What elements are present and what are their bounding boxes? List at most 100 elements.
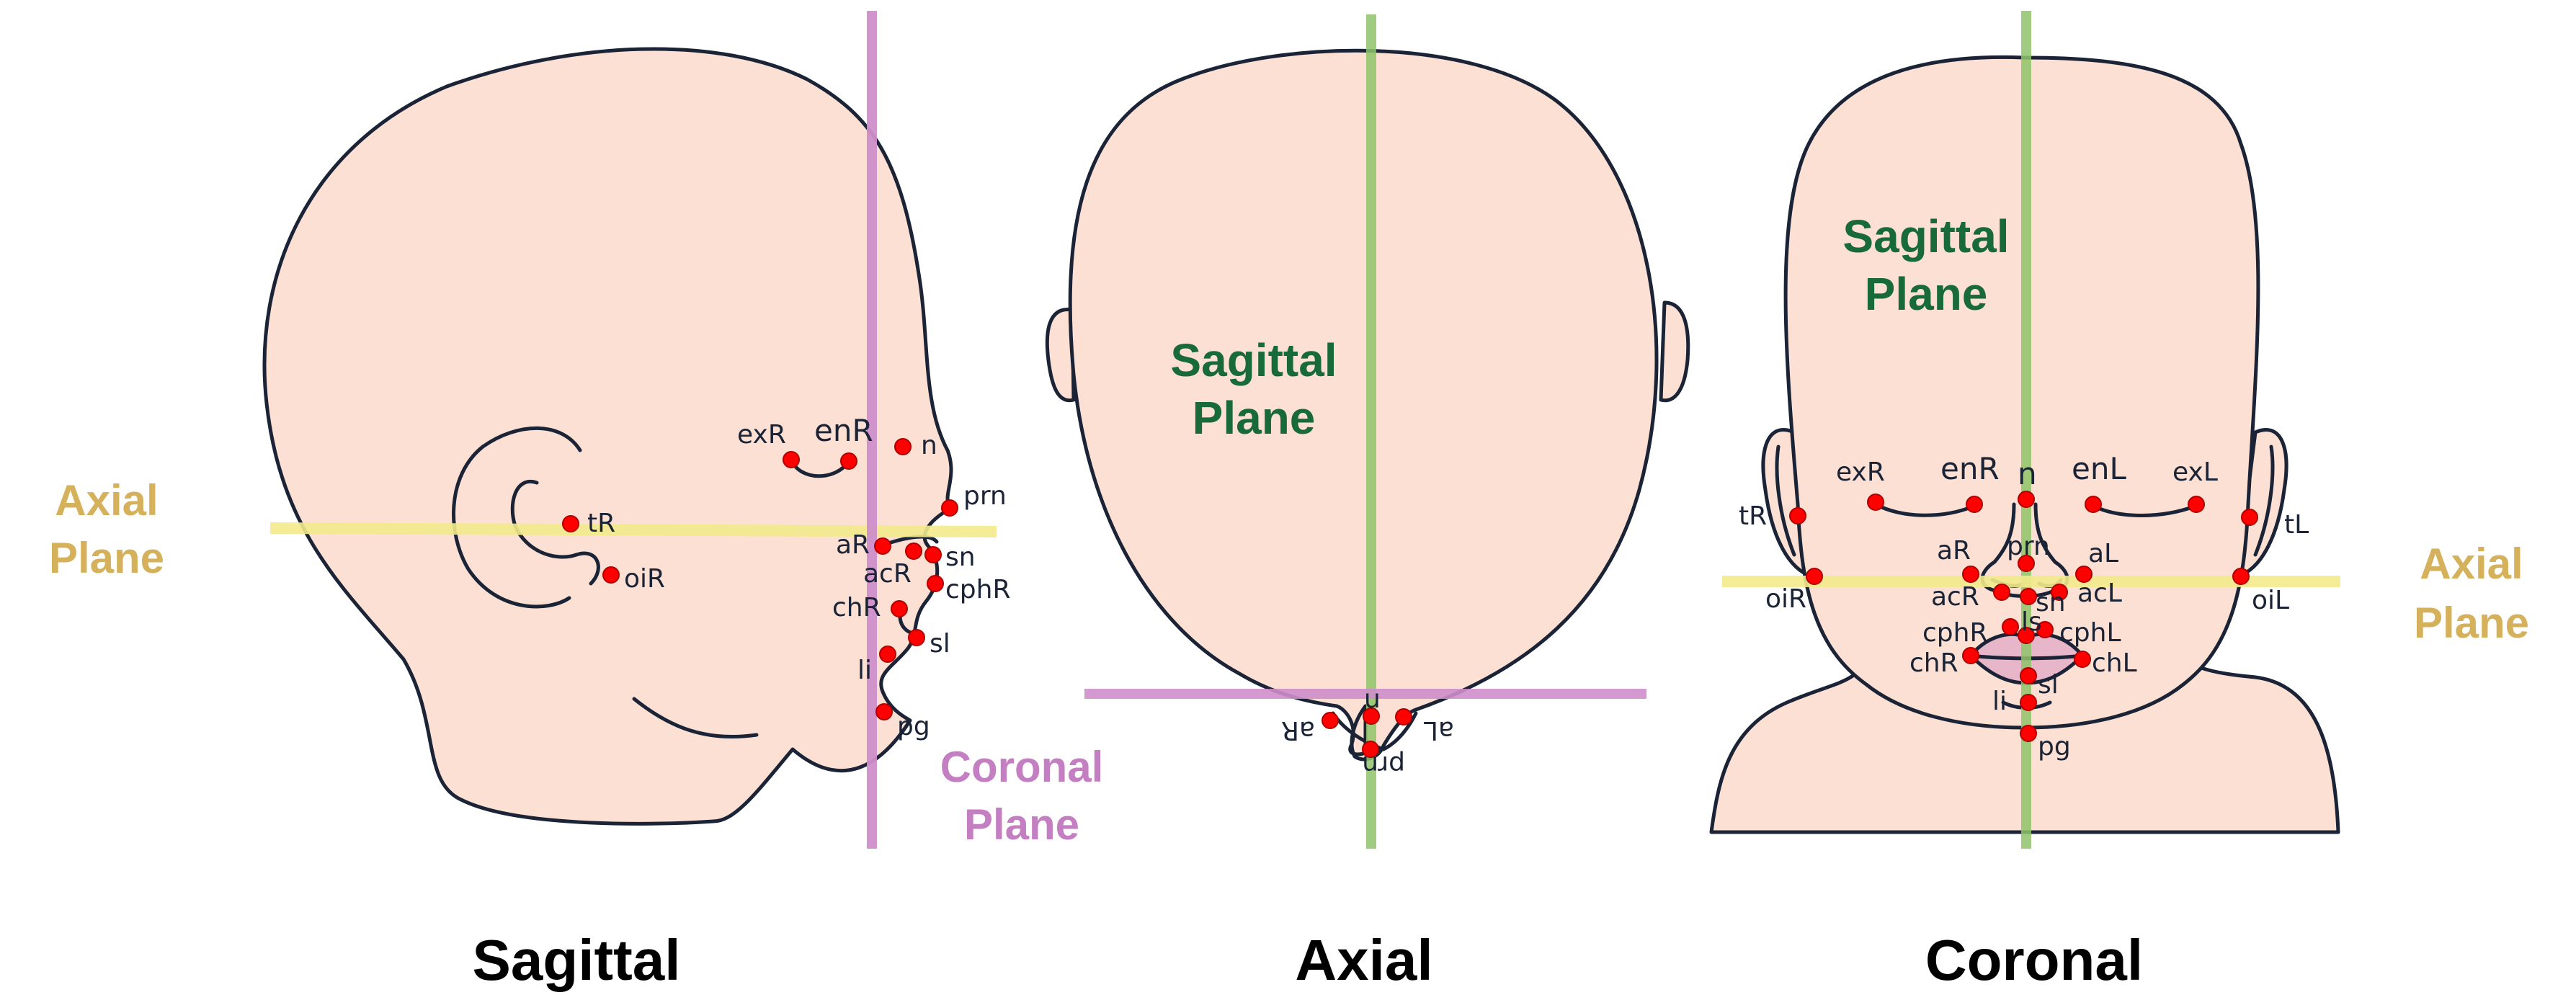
landmark-chL xyxy=(2074,651,2091,668)
landmark-n xyxy=(894,438,912,455)
landmark-acR xyxy=(1993,584,2010,601)
label-chR: chR xyxy=(832,593,881,622)
landmark-oiL xyxy=(2232,568,2250,585)
landmark-exR xyxy=(1867,494,1884,511)
sagittal-ear xyxy=(452,426,582,609)
label-sl: sl xyxy=(2038,670,2059,700)
title-axial: Axial xyxy=(1295,928,1432,992)
label-exR: exR xyxy=(737,420,786,450)
label-oiR: oiR xyxy=(624,564,665,594)
landmark-aL xyxy=(1395,708,1412,726)
label-n: n xyxy=(2018,456,2037,491)
label-cphR: cphR xyxy=(1922,618,1987,648)
coronal-eye-right xyxy=(1873,502,1976,517)
coronal-plane-label-line1: Coronal xyxy=(940,743,1104,791)
landmark-sn xyxy=(924,546,942,563)
coronal-eye-left xyxy=(2091,504,2198,517)
label-tR: tR xyxy=(1739,501,1767,531)
landmark-pg xyxy=(2020,725,2037,742)
landmark-exR xyxy=(783,451,800,468)
title-sagittal: Sagittal xyxy=(473,928,681,992)
label-exL: exL xyxy=(2172,457,2218,487)
sagittal-landmark-labels: exR enR n prn tR oiR aR sn acR cphR chR … xyxy=(587,413,1010,741)
landmark-li xyxy=(2020,694,2037,711)
landmark-oiR xyxy=(1806,568,1823,585)
label-prn: prn xyxy=(963,481,1007,511)
axial-landmark-labels: u aR aL prn xyxy=(1281,684,1454,780)
plane-name-labels: Axial Plane Coronal Plane Sagittal Plane… xyxy=(49,210,2529,849)
axial-view-sagittal-plane-label-line2: Plane xyxy=(1193,392,1316,444)
label-tR: tR xyxy=(587,509,615,538)
landmark-aR xyxy=(1322,712,1339,729)
landmark-oiR xyxy=(602,566,620,584)
axial-view-sagittal-plane-label-line1: Sagittal xyxy=(1170,334,1337,386)
landmark-acR xyxy=(905,543,922,560)
coronal-ear-inner-right xyxy=(2253,445,2275,557)
label-chL: chL xyxy=(2092,648,2137,678)
landmark-cphR xyxy=(2002,618,2019,635)
label-chR: chR xyxy=(1909,648,1958,678)
label-aR: aR xyxy=(1937,536,1971,566)
label-pg: pg xyxy=(897,712,930,741)
landmark-prn xyxy=(1362,741,1379,758)
label-oiR: oiR xyxy=(1765,584,1806,614)
landmark-ls xyxy=(2018,627,2035,644)
landmark-tL xyxy=(2241,509,2258,526)
label-li: li xyxy=(857,656,872,685)
sagittal-view-axial-plane-label-line2: Plane xyxy=(49,534,164,582)
landmark-cphR xyxy=(927,575,944,592)
label-acR: acR xyxy=(1931,582,1979,612)
coronal-landmark-points xyxy=(1789,491,2258,742)
title-coronal: Coronal xyxy=(1925,928,2143,992)
label-exR: exR xyxy=(1836,457,1885,487)
label-sn: sn xyxy=(945,543,976,572)
landmark-n xyxy=(2018,491,2035,508)
label-n: n xyxy=(921,431,937,460)
label-li: li xyxy=(1992,687,2007,716)
landmark-prn xyxy=(2018,555,2035,572)
landmark-pg xyxy=(875,703,893,720)
label-aR: aR xyxy=(836,530,870,560)
landmark-li xyxy=(879,646,896,663)
label-cphL: cphL xyxy=(2059,618,2121,648)
landmark-acL xyxy=(2051,584,2068,601)
landmark-sn xyxy=(2020,588,2037,605)
label-ls: ls xyxy=(2021,607,2042,637)
label-enR: enR xyxy=(814,413,873,448)
coronal-ear-inner-left xyxy=(1775,445,1796,557)
axial-view xyxy=(1045,48,1690,762)
axial-head-outline xyxy=(1068,48,1659,762)
label-tL: tL xyxy=(2284,510,2309,540)
label-aR: aR xyxy=(1281,715,1315,745)
coronal-view-sagittal-plane-label-line1: Sagittal xyxy=(1842,210,2009,262)
label-prn: prn xyxy=(1362,750,1405,780)
coronal-view-sagittal-plane-label-line2: Plane xyxy=(1865,268,1988,320)
axial-ear-right xyxy=(1659,300,1690,403)
sagittal-ear-inner xyxy=(510,479,600,586)
landmark-chR xyxy=(1962,647,1979,664)
landmark-enR xyxy=(1966,496,1983,513)
coronal-view-axial-plane-label-line2: Plane xyxy=(2414,599,2529,647)
landmark-u xyxy=(1363,707,1380,725)
landmark-aL xyxy=(2075,566,2093,583)
label-pg: pg xyxy=(2038,732,2071,762)
sagittal-landmark-points xyxy=(562,438,958,720)
coronal-landmark-labels: exR enR n enL exL tR tL aR prn aL acR sn… xyxy=(1739,451,2309,762)
axial-ear-left xyxy=(1045,308,1076,403)
label-sn: sn xyxy=(2036,588,2066,617)
landmark-tR xyxy=(1789,507,1806,524)
landmark-prn xyxy=(941,499,958,517)
sagittal-view-axial-plane-label-line1: Axial xyxy=(55,476,158,524)
label-aL: aL xyxy=(2088,539,2118,568)
label-u: u xyxy=(1364,684,1381,714)
landmark-sl xyxy=(908,629,925,646)
landmark-chR xyxy=(891,600,908,617)
view-titles: Sagittal Axial Coronal xyxy=(473,928,2144,992)
landmark-enR xyxy=(840,452,857,470)
label-enR: enR xyxy=(1940,451,2000,486)
coronal-view-axial-plane-label-line1: Axial xyxy=(2420,540,2523,588)
label-aL: aL xyxy=(1424,715,1454,745)
label-sl: sl xyxy=(930,629,950,659)
coronal-plane-label-line2: Plane xyxy=(964,800,1079,849)
